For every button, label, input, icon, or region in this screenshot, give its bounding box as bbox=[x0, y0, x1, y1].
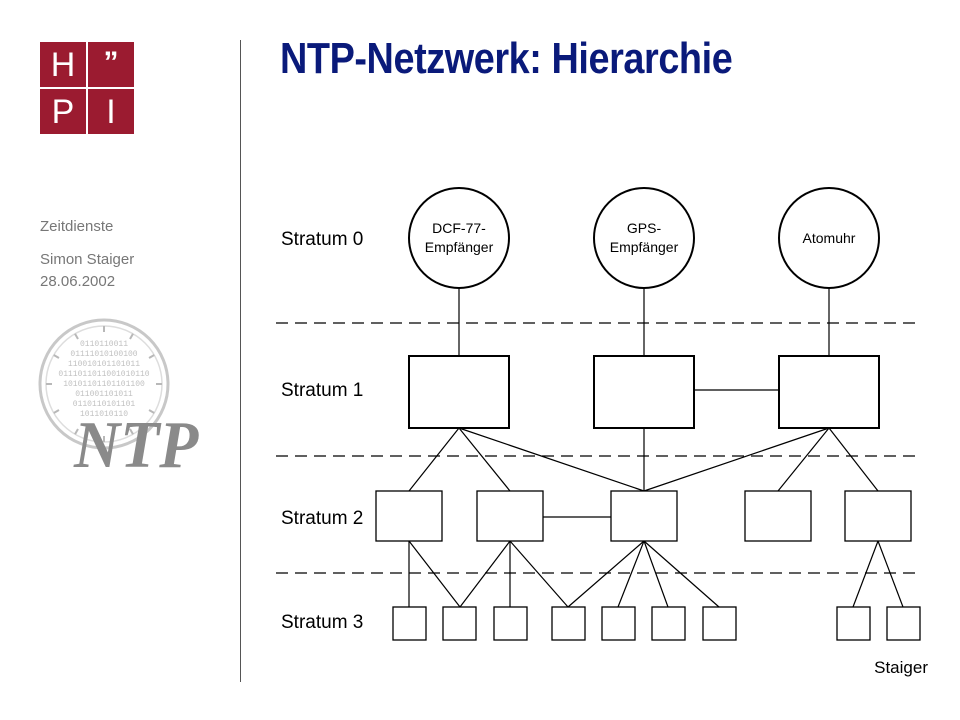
logo-letter-i: I bbox=[88, 89, 134, 134]
stratum1-server bbox=[593, 355, 695, 429]
ntp-logo-tick bbox=[53, 354, 60, 359]
ntp-logo-tick bbox=[74, 333, 79, 340]
hpi-logo: H ” P I bbox=[40, 42, 134, 134]
date-label: 28.06.2002 bbox=[40, 273, 116, 290]
connection-line bbox=[852, 540, 879, 608]
ntp-logo: 0110110011011110101001001100101011010110… bbox=[38, 318, 199, 478]
ntp-logo-binary-row: 1011010110 bbox=[80, 410, 128, 419]
stratum1-server bbox=[778, 355, 880, 429]
clock-label-line2: Empfänger bbox=[610, 239, 679, 255]
ntp-logo-binary-row: 110010101101011 bbox=[68, 360, 140, 369]
clock-label-line1: DCF-77- bbox=[432, 220, 486, 236]
connection-line bbox=[617, 540, 645, 608]
ntp-logo-ring bbox=[38, 318, 170, 450]
clock-label-line2: Empfänger bbox=[425, 239, 494, 255]
ntp-logo-text: NTP bbox=[73, 409, 199, 478]
connection-line bbox=[408, 540, 461, 608]
footer-author: Staiger bbox=[874, 658, 928, 677]
stratum2-server bbox=[476, 490, 544, 542]
page-title: NTP-Netzwerk: Hierarchie bbox=[280, 34, 733, 83]
stratum2-server bbox=[744, 490, 812, 542]
stratum1-server bbox=[408, 355, 510, 429]
author-label: Simon Staiger bbox=[40, 251, 135, 268]
connection-line bbox=[643, 427, 830, 492]
clock-label-line1: GPS- bbox=[627, 220, 662, 236]
logo-letter-p: P bbox=[40, 89, 86, 134]
stratum3-client bbox=[551, 606, 586, 641]
ntp-logo-tick bbox=[129, 428, 134, 435]
logo-letter-quote: ” bbox=[88, 42, 134, 87]
stratum3-client bbox=[493, 606, 528, 641]
connection-line bbox=[408, 427, 460, 492]
stratum-label: Stratum 2 bbox=[281, 508, 363, 529]
logo-letter-h: H bbox=[40, 42, 86, 87]
topic-label: Zeitdienste bbox=[40, 218, 114, 235]
stratum3-client bbox=[601, 606, 636, 641]
connection-line bbox=[509, 540, 569, 608]
ntp-logo-binary-row: 0110110011 bbox=[80, 340, 128, 349]
ntp-logo-binary-row: 0111011011001010110 bbox=[58, 370, 149, 379]
ntp-logo-ticks bbox=[46, 326, 162, 442]
connection-line bbox=[877, 540, 904, 608]
stratum-label: Stratum 0 bbox=[281, 229, 363, 250]
stratum3-client bbox=[392, 606, 427, 641]
sidebar-divider bbox=[240, 40, 241, 682]
stratum3-client bbox=[651, 606, 686, 641]
connection-line bbox=[459, 540, 511, 608]
connection-line bbox=[777, 427, 830, 492]
stratum3-client bbox=[886, 606, 921, 641]
connection-line bbox=[567, 540, 645, 608]
ntp-logo-binary: 0110110011011110101001001100101011010110… bbox=[58, 340, 149, 419]
stratum2-server bbox=[375, 490, 443, 542]
connection-line bbox=[458, 427, 645, 492]
connection-line bbox=[643, 540, 669, 608]
ntp-logo-binary-row: 10101101101101100 bbox=[63, 380, 145, 389]
stratum3-client bbox=[836, 606, 871, 641]
ntp-logo-binary-row: 01111010100100 bbox=[70, 350, 137, 359]
ntp-logo-tick bbox=[148, 354, 155, 359]
stratum3-client bbox=[702, 606, 737, 641]
ntp-logo-binary-row: 0110110101101 bbox=[73, 400, 136, 409]
stratum2-server bbox=[844, 490, 912, 542]
stratum2-server bbox=[610, 490, 678, 542]
ntp-logo-tick bbox=[53, 409, 60, 414]
ntp-logo-tick bbox=[74, 428, 79, 435]
stratum-label: Stratum 3 bbox=[281, 612, 363, 633]
stratum3-client bbox=[442, 606, 477, 641]
stratum0-clock-gps bbox=[593, 187, 695, 289]
clock-label-line1: Atomuhr bbox=[803, 230, 856, 246]
ntp-logo-tick bbox=[129, 333, 134, 340]
ntp-logo-tick bbox=[148, 409, 155, 414]
stratum0-clock-atomuhr bbox=[778, 187, 880, 289]
connection-line bbox=[458, 427, 511, 492]
connection-line bbox=[828, 427, 879, 492]
ntp-logo-binary-row: 011001101011 bbox=[75, 390, 133, 399]
stratum0-clock-dcf77 bbox=[408, 187, 510, 289]
connection-line bbox=[643, 540, 720, 608]
stratum-label: Stratum 1 bbox=[281, 380, 363, 401]
